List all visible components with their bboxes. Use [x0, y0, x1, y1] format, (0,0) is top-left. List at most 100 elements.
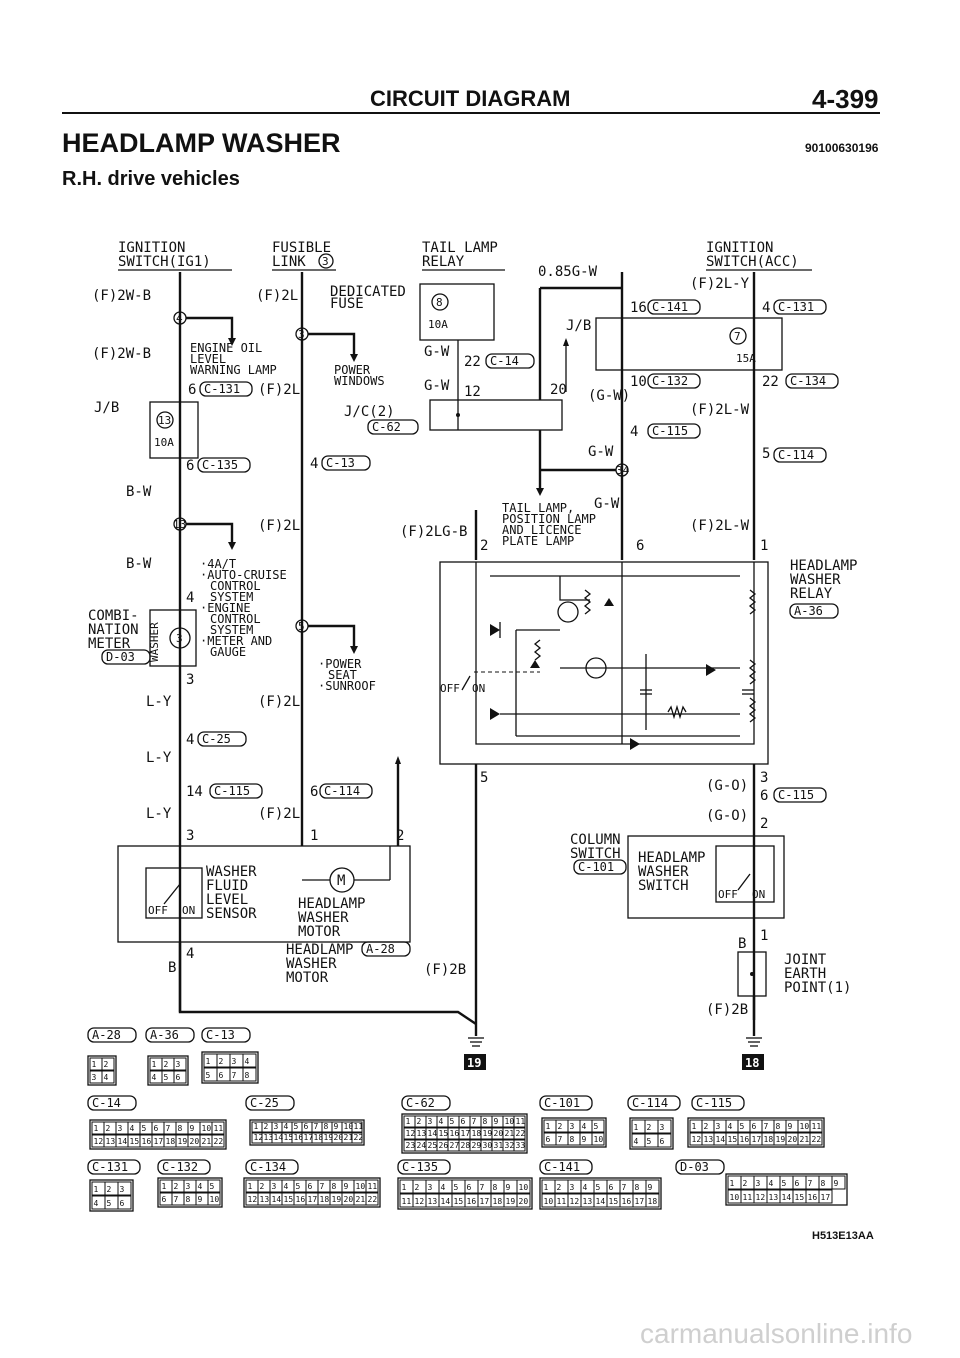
label-hw-switch: HEADLAMP [638, 850, 705, 866]
pin-22b: 22 [762, 374, 779, 390]
connector-pin-number: 15 [454, 1197, 464, 1206]
connector-pin-cell [809, 1119, 823, 1133]
connector-pin-number: 1 [94, 1124, 99, 1133]
connector-pin-number: 1 [634, 1123, 639, 1132]
label-relay-c: RELAY [790, 586, 833, 602]
connector-pin-number: 32 [505, 1141, 515, 1150]
connector-pin-number: 14 [441, 1197, 451, 1206]
label-ignition-acc-b: SWITCH(ACC) [706, 254, 799, 270]
wire-f2b-2: (F)2B [706, 1002, 748, 1018]
connector-pin-number: 4 [769, 1179, 774, 1188]
connector-pin-number: 11 [354, 1122, 364, 1131]
connector-pin-number: 4 [284, 1122, 289, 1131]
connector-pin-number: 1 [730, 1179, 735, 1188]
pin-5a: 5 [762, 446, 770, 462]
connector-pin-number: 14 [428, 1129, 438, 1138]
connector-pin-number: 15 [284, 1133, 294, 1142]
connector-pin-number: 11 [812, 1122, 822, 1131]
connector-pin-number: 20 [494, 1129, 504, 1138]
connector-pin-number: 8 [570, 1135, 575, 1144]
connector-pin-number: 6 [308, 1182, 313, 1191]
connector-outline [401, 1113, 528, 1154]
connector-pin-number: 18 [764, 1135, 774, 1144]
connector-pin-number: 3 [756, 1179, 761, 1188]
connector-pin-number: 22 [516, 1129, 526, 1138]
connector-pin-cell [645, 1179, 660, 1194]
connector-pin-number: 8 [776, 1122, 781, 1131]
label-power-windows-b: WINDOWS [334, 374, 385, 388]
connector-pin-number: 11 [214, 1124, 224, 1133]
connector-pin-number: 1 [402, 1183, 407, 1192]
connector-pin-number: 5 [454, 1183, 459, 1192]
document-code: 90100630196 [805, 141, 879, 155]
meter-pin: 3 [176, 632, 183, 645]
page-number: 4-399 [812, 84, 879, 114]
connector-pin-number: 3 [120, 1185, 125, 1194]
label-fusible: FUSIBLE [272, 240, 331, 256]
connector-pin-number: 18 [472, 1129, 482, 1138]
wire-f2lw-1: (F)2L-W [690, 402, 750, 418]
connector-pin-number: 1 [152, 1060, 157, 1069]
label-cruise-b: ·AUTO-CRUISE [200, 568, 287, 582]
connector-pin-number: 6 [609, 1183, 614, 1192]
connector-pin-number: 14 [782, 1193, 792, 1202]
connector-pin-number: 5 [296, 1182, 301, 1191]
legend-label-c13: C-13 [206, 1028, 235, 1042]
node-13: 13 [173, 518, 186, 531]
label-tail-relay: TAIL LAMP [422, 240, 498, 256]
connector-pin-number: 7 [558, 1135, 563, 1144]
connector-pin-cell [173, 1070, 187, 1084]
connector-pin-number: 29 [472, 1141, 482, 1150]
label-tail-position-c: AND LICENCE [502, 523, 581, 537]
pin-14: 14 [186, 784, 203, 800]
connector-pin-cell [351, 1121, 363, 1133]
wire-gw-3: G-W [588, 444, 614, 460]
connector-pin-number: 10 [730, 1193, 740, 1202]
connector-pin-number: 12 [570, 1197, 580, 1206]
node-4: 4 [176, 312, 183, 325]
connector-pin-number: 3 [232, 1057, 237, 1066]
connector-pin-cell [657, 1133, 672, 1148]
connector-c114-b: C-114 [778, 448, 814, 462]
fuse-10a-2: 10A [428, 318, 448, 331]
fuse-13: 13 [158, 414, 171, 427]
connector-pin-number: 16 [467, 1197, 477, 1206]
motor-m: M [337, 873, 345, 889]
pin-3d: 3 [760, 770, 768, 786]
connector-pin-number: 20 [344, 1195, 354, 1204]
label-ignition-ig1: IGNITION [118, 240, 185, 256]
connector-outline [89, 1179, 134, 1212]
label-ignition-acc: IGNITION [706, 240, 773, 256]
connector-outline [539, 1177, 662, 1210]
label-motor2-c: MOTOR [286, 970, 329, 986]
connector-pin-number: 12 [415, 1197, 425, 1206]
pin-5b: 5 [480, 770, 488, 786]
connector-pin-cell [101, 1057, 115, 1071]
pin-6a: 6 [188, 382, 196, 398]
wire-gw-1: G-W [424, 344, 450, 360]
connector-pin-number: 8 [178, 1124, 183, 1133]
wire-bw-2: B-W [126, 556, 152, 572]
connector-pin-number: 7 [622, 1183, 627, 1192]
section-title: HEADLAMP WASHER [62, 128, 341, 158]
label-ignition-ig1-b: SWITCH(IG1) [118, 254, 211, 270]
connector-pin-cell [513, 1115, 526, 1128]
connector-c14: C-14 [490, 354, 519, 368]
connector-pin-number: 4 [245, 1057, 250, 1066]
connector-outline [89, 1119, 227, 1150]
connector-pin-number: 11 [557, 1197, 567, 1206]
connector-pin-number: 19 [178, 1137, 188, 1146]
sensor-off: OFF [148, 904, 168, 917]
connector-pin-number: 10 [544, 1197, 554, 1206]
connector-pin-number: 3 [428, 1117, 433, 1126]
connector-pin-cell [365, 1179, 379, 1193]
legend-label-c134: C-134 [250, 1160, 286, 1174]
connector-pin-number: 2 [260, 1182, 265, 1191]
connector-pin-number: 3 [428, 1183, 433, 1192]
connector-pin-number: 2 [415, 1183, 420, 1192]
connector-pin-number: 14 [118, 1137, 128, 1146]
